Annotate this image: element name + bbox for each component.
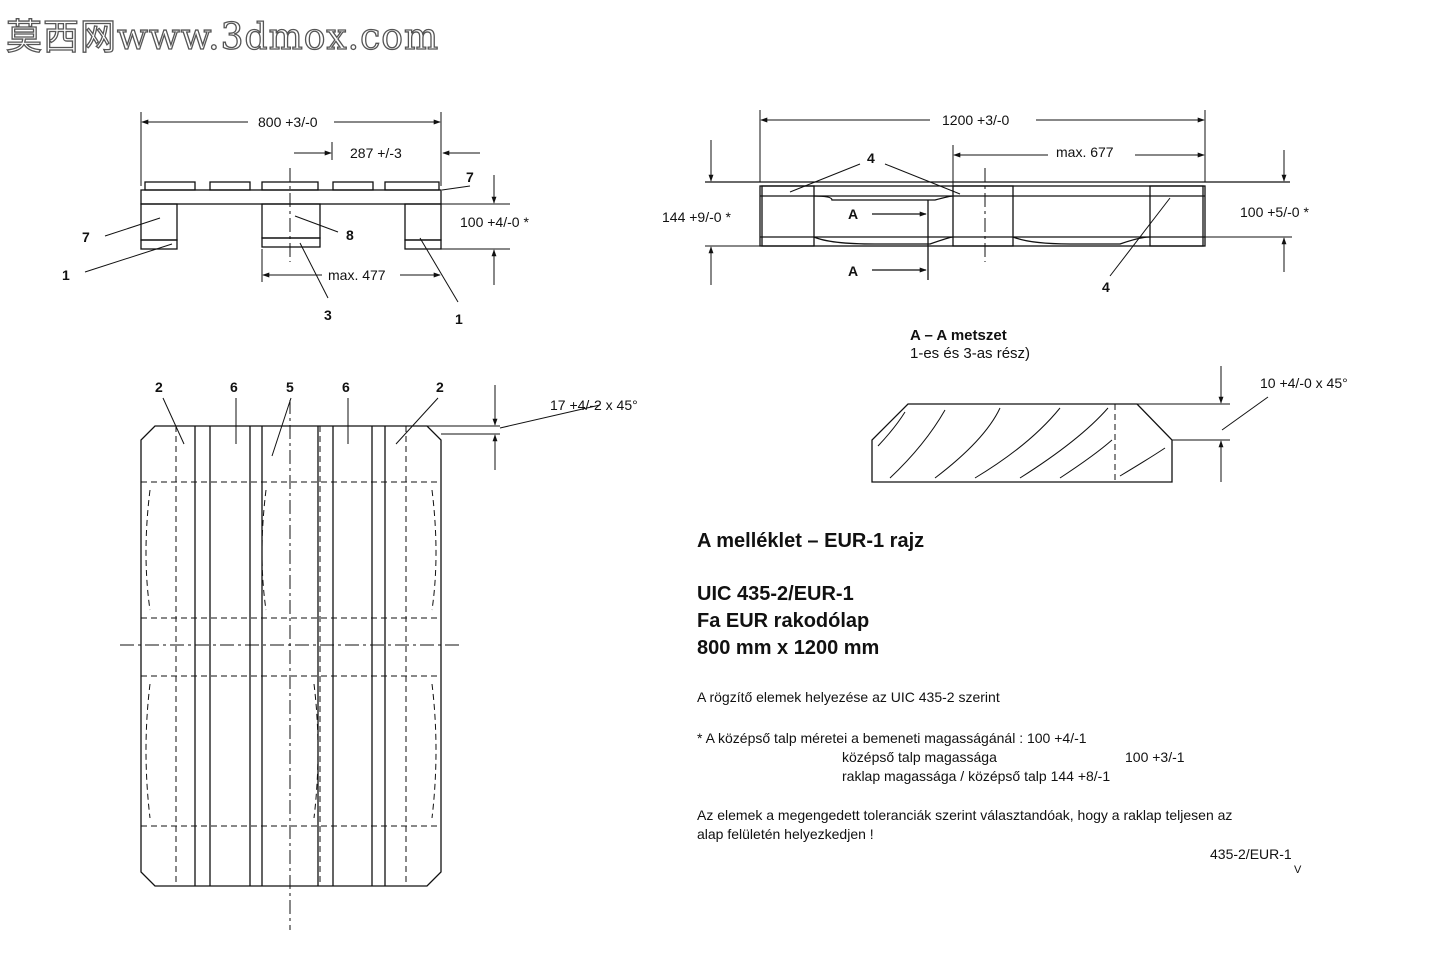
tolerance-line-1: Az elemek a megengedett toleranciák szer… [697, 807, 1233, 823]
spec-line-1: UIC 435-2/EUR-1 [697, 583, 854, 605]
height-dim: 100 +4/-0 * [460, 214, 529, 230]
part-label-7b: 7 [82, 229, 90, 245]
front-view: 800 +3/-0 287 +/-3 100 +4/-0 * ma [62, 112, 529, 327]
width-dim: 800 +3/-0 [258, 114, 318, 130]
max-677-dim: max. 677 [1056, 144, 1114, 160]
length-dim: 1200 +3/-0 [942, 112, 1010, 128]
reference-code: 435-2/EUR-1 [1210, 846, 1292, 862]
part-label-3: 3 [324, 307, 332, 323]
spec-line-2: Fa EUR rakodólap [697, 610, 870, 632]
part-label-4a: 4 [867, 150, 875, 166]
block-height-dim: 100 +5/-0 * [1240, 204, 1309, 220]
total-height-dim: 144 +9/-0 * [662, 209, 731, 225]
part-label-4b: 4 [1102, 279, 1110, 295]
note-2-value: 100 +3/-1 [1125, 749, 1185, 765]
plan-label-6b: 6 [342, 379, 350, 395]
placement-note: A rögzítő elemek helyezése az UIC 435-2 … [697, 689, 1000, 705]
section-mark-a1: A [848, 206, 858, 222]
plan-label-2a: 2 [155, 379, 163, 395]
max-dim: max. 477 [328, 267, 386, 283]
plan-chamfer-dim: 17 +4/-2 x 45° [550, 397, 638, 413]
part-label-7a: 7 [466, 169, 474, 185]
section-title: A – A metszet [910, 327, 1007, 344]
tolerance-line-2: alap felületén helyezkedjen ! [697, 826, 874, 842]
heading: A melléklet – EUR-1 rajz [697, 530, 925, 552]
plan-view: 2 6 5 6 2 17 +4/-2 x 45° [120, 379, 638, 930]
note-2-label: középső talp magassága [842, 749, 997, 765]
section-mark-a2: A [848, 263, 858, 279]
plan-label-6a: 6 [230, 379, 238, 395]
part-label-8: 8 [346, 227, 354, 243]
section-subtitle: 1-es és 3-as rész) [910, 345, 1031, 362]
part-label-1a: 1 [62, 267, 70, 283]
side-view: 1200 +3/-0 max. 677 A A 144 +9/-0 * [662, 110, 1309, 295]
reference-mark: V [1294, 864, 1302, 876]
part-label-1b: 1 [455, 311, 463, 327]
plan-label-2b: 2 [436, 379, 444, 395]
section-view: 10 +4/-0 x 45° [871, 366, 1348, 483]
watermark: 莫西网www.3dmox.com [5, 16, 440, 58]
note-1: * A középső talp méretei a bemeneti maga… [697, 730, 1087, 746]
plan-label-5: 5 [286, 379, 294, 395]
note-3: raklap magassága / középső talp 144 +8/-… [842, 768, 1111, 784]
block-pitch-dim: 287 +/-3 [350, 145, 402, 161]
spec-line-3: 800 mm x 1200 mm [697, 637, 880, 659]
section-chamfer-dim: 10 +4/-0 x 45° [1260, 375, 1348, 391]
